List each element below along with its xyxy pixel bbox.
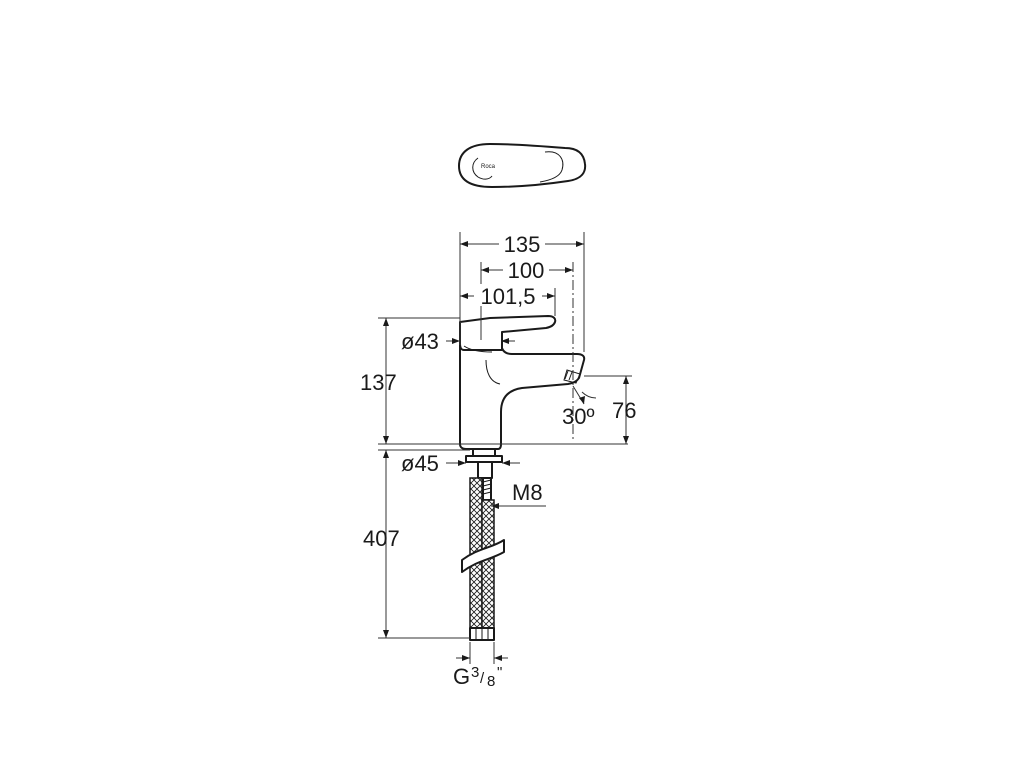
arrow-100-left	[481, 267, 489, 273]
hose-break-mark	[461, 539, 505, 573]
arrow-137-top	[383, 318, 389, 326]
spout-aerator	[563, 369, 581, 384]
faucet-body	[459, 341, 586, 450]
label-g-3-8: G 3 / 8 "	[453, 664, 502, 690]
faucet-handle-lever	[459, 315, 557, 351]
angle-arc-30	[581, 391, 597, 399]
arrow-g38-right	[494, 655, 502, 661]
handle-shading	[463, 345, 493, 353]
label-101-5: 101,5	[480, 284, 535, 309]
top-view-logo: Roca	[481, 164, 496, 170]
label-135: 135	[504, 232, 541, 257]
label-bg-135	[499, 232, 545, 254]
top-view-handle-outline	[458, 143, 587, 188]
arrow-30	[579, 396, 585, 404]
arrow-135-left	[460, 241, 468, 247]
arrow-100-right	[565, 267, 573, 273]
top-view-hole-arc	[472, 157, 493, 180]
aerator-line-1	[564, 370, 569, 380]
top-view-handle-inner	[539, 151, 564, 183]
label-g-prefix: G	[453, 664, 470, 689]
label-g-suffix: "	[497, 664, 502, 681]
hose-right	[481, 499, 495, 629]
label-g-slash: /	[480, 670, 485, 687]
dimension-lines	[378, 232, 632, 664]
arrow-76-bottom	[623, 436, 629, 444]
label-bg-101	[474, 284, 542, 306]
arrow-43-left	[452, 338, 460, 344]
label-137: 137	[360, 370, 397, 395]
base-neck	[472, 448, 496, 457]
top-view: Roca	[458, 143, 587, 188]
arrow-45-right	[502, 460, 510, 466]
label-m8: M8	[512, 480, 543, 505]
arrow-407-bottom	[383, 630, 389, 638]
label-30-deg: 30º	[562, 404, 595, 429]
arrow-g38-left	[462, 655, 470, 661]
thread-3	[482, 487, 492, 491]
faucet-side-view	[459, 315, 586, 641]
label-76: 76	[612, 398, 636, 423]
thread-1	[482, 479, 492, 483]
arrow-135-right	[576, 241, 584, 247]
arrow-101-left	[460, 293, 468, 299]
arrow-101-right	[547, 293, 555, 299]
label-100: 100	[508, 258, 545, 283]
arrow-137-bottom	[383, 436, 389, 444]
label-g-num: 3	[471, 664, 479, 681]
arrow-43-right	[501, 338, 509, 344]
flexible-hose	[461, 477, 505, 629]
arrow-76-top	[623, 376, 629, 384]
arrow-407-top	[383, 450, 389, 458]
label-dia-43: ø43	[401, 329, 439, 354]
label-dia-45: ø45	[401, 451, 439, 476]
arrow-45-left	[458, 460, 466, 466]
fixing-nut	[477, 461, 493, 479]
spout-shading	[485, 359, 501, 385]
thread-4	[482, 491, 492, 495]
aerator-line-2	[568, 371, 573, 381]
label-g-den: 8	[487, 673, 495, 690]
arrow-m8	[491, 503, 499, 509]
dimension-labels: 135 100 101,5 ø43 137 30º 76 ø45 M8 407 …	[360, 232, 636, 690]
label-bg-100	[503, 258, 549, 280]
thread-2	[482, 483, 492, 487]
label-407: 407	[363, 526, 400, 551]
